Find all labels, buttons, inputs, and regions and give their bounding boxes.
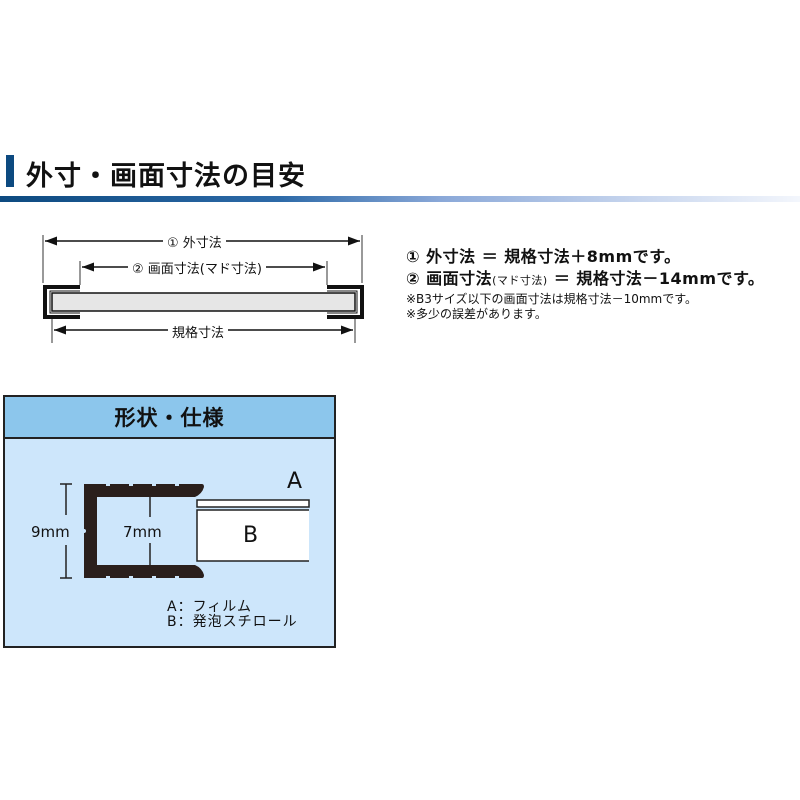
note-term: 外寸法	[426, 247, 476, 266]
section-title: 外寸・画面寸法の目安	[26, 161, 306, 192]
note-marker: ②	[406, 269, 421, 288]
inner-height-label: 7mm	[123, 521, 162, 543]
legend-item-b: B：発泡スチロール	[167, 614, 298, 630]
standard-dimension-label: 規格寸法	[168, 322, 229, 341]
spec-title: 形状・仕様	[114, 406, 225, 430]
footnote: ※B3サイズ以下の画面寸法は規格寸法－10mmです。	[406, 292, 698, 306]
outer-height-label: 9mm	[31, 521, 70, 543]
spec-panel: 形状・仕様 9mm 7mm A B A：フィルム B：発泡スチロール	[3, 395, 336, 648]
note-term: 画面寸法	[426, 269, 493, 288]
window-dimension-label: ② 画面寸法(マド寸法)	[128, 258, 266, 277]
footnote: ※多少の誤差があります。	[406, 307, 547, 321]
spec-header: 形状・仕様	[5, 397, 334, 439]
note-marker: ①	[406, 247, 421, 266]
note-outer-dimension: ① 外寸法 ＝ 規格寸法＋8mmです。	[406, 243, 681, 267]
frame-profile-diagram	[60, 483, 310, 579]
heading-underline	[0, 196, 800, 202]
note-paren: (マド寸法)	[492, 274, 548, 287]
note-window-dimension: ② 画面寸法(マド寸法) ＝ 規格寸法－14mmです。	[406, 265, 764, 289]
note-formula: ＝ 規格寸法－14mmです。	[553, 269, 765, 288]
note-formula: ＝ 規格寸法＋8mmです。	[481, 247, 681, 266]
legend-item-a: A：フィルム	[167, 599, 253, 615]
heading-accent-bar	[6, 155, 14, 187]
part-a-label: A	[287, 469, 303, 494]
outer-dimension-label: ① 外寸法	[163, 232, 226, 251]
part-b-label: B	[243, 523, 259, 548]
